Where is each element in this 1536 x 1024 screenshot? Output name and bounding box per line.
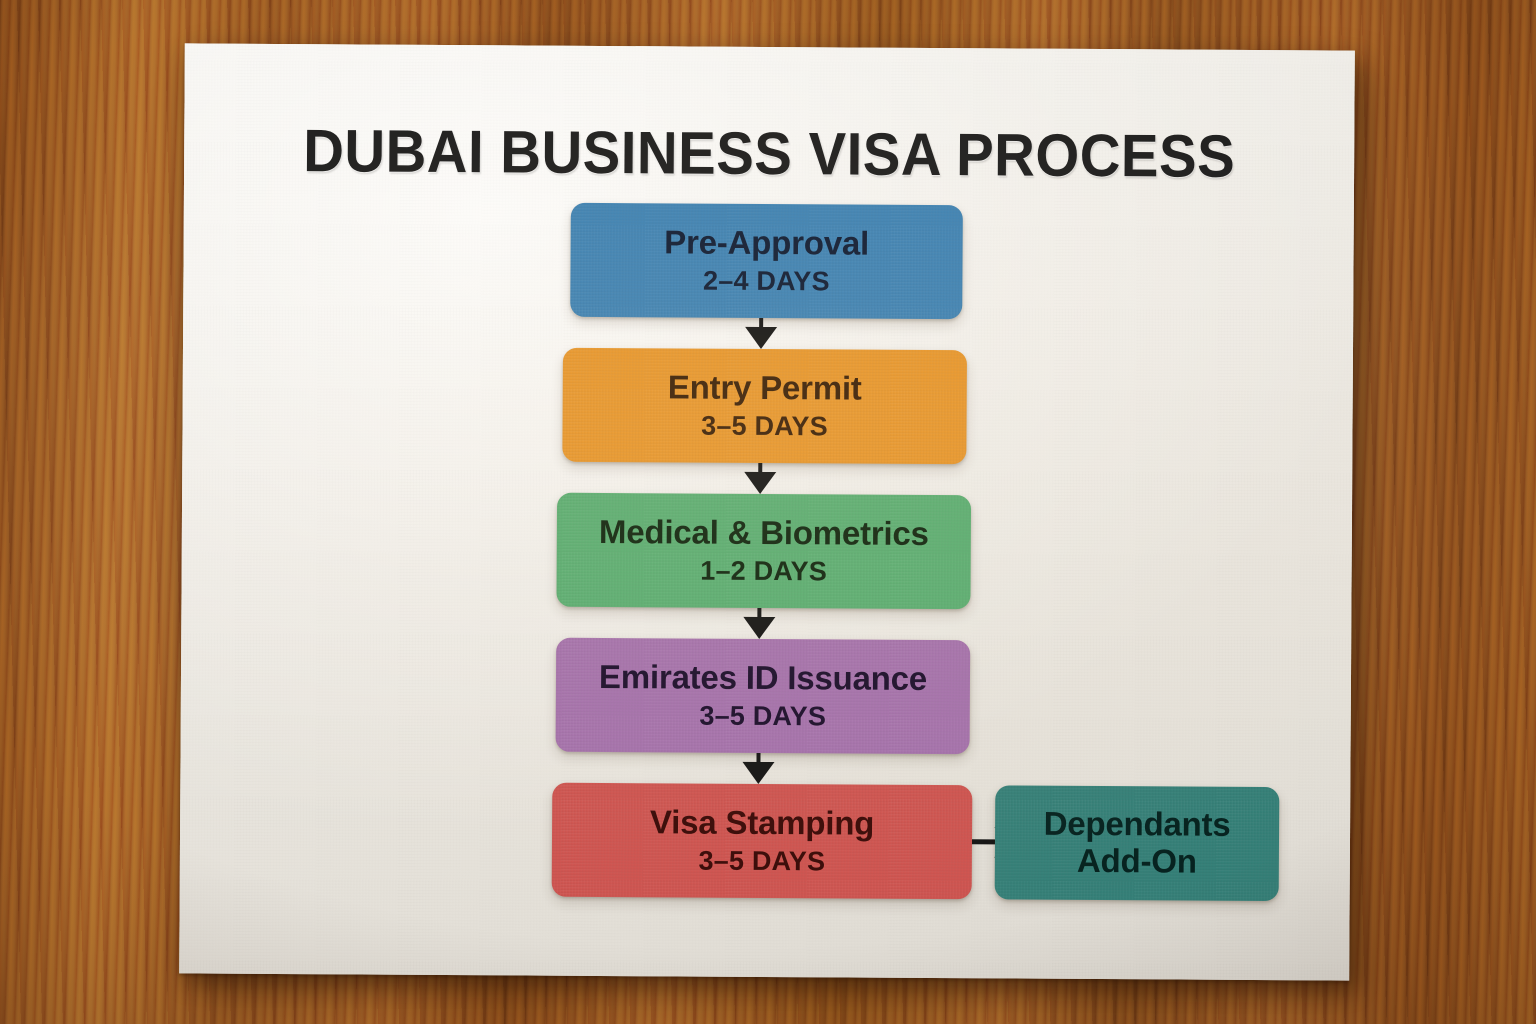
page-title: DUBAI BUSINESS VISA PROCESS — [303, 117, 1236, 190]
flow-node-label: Medical & Biometrics — [598, 513, 929, 553]
flow-row-3: Medical & Biometrics 1–2 DAYS — [181, 490, 1352, 642]
flow-node-duration: 3–5 DAYS — [701, 410, 828, 442]
flow-node-label: Pre-Approval — [664, 223, 870, 263]
connector-arrow-1-head — [744, 326, 778, 350]
process-flowchart: Pre-Approval 2–4 DAYS Entry Permit 3–5 D… — [179, 200, 1353, 932]
flow-node-dependants-addon[interactable]: Dependants Add-On — [994, 785, 1280, 902]
flow-node-label-line1: Dependants — [1043, 804, 1231, 843]
flow-node-emirates-id[interactable]: Emirates ID Issuance 3–5 DAYS — [555, 637, 971, 755]
connector-arrow-2-head — [744, 471, 777, 495]
flow-node-pre-approval[interactable]: Pre-Approval 2–4 DAYS — [570, 202, 963, 320]
flow-node-duration: 3–5 DAYS — [699, 700, 827, 732]
flow-row-2: Entry Permit 3–5 DAYS — [182, 345, 1353, 497]
flow-node-label: Visa Stamping — [649, 803, 875, 843]
connector-arrow-4-head — [742, 761, 775, 785]
flow-row-4: Emirates ID Issuance 3–5 DAYS — [180, 635, 1351, 787]
poster-paper-sheet: DUBAI BUSINESS VISA PROCESS Pre-Approval… — [179, 43, 1355, 981]
connector-arrow-3-head — [743, 616, 776, 640]
flow-node-duration: 3–5 DAYS — [698, 845, 826, 877]
flow-node-duration: 1–2 DAYS — [700, 555, 828, 587]
flow-node-label-line2: Add-On — [1076, 841, 1197, 880]
flow-node-label: Entry Permit — [667, 368, 862, 407]
flow-node-label: Emirates ID Issuance — [598, 658, 928, 698]
flow-row-1: Pre-Approval 2–4 DAYS — [183, 200, 1354, 352]
flow-row-5: Visa Stamping 3–5 DAYS Dependants Add-On — [179, 780, 1350, 932]
flow-node-entry-permit[interactable]: Entry Permit 3–5 DAYS — [562, 347, 967, 465]
flow-node-visa-stamping[interactable]: Visa Stamping 3–5 DAYS — [551, 782, 973, 900]
flow-node-duration: 2–4 DAYS — [702, 265, 830, 297]
flow-node-medical-biometrics[interactable]: Medical & Biometrics 1–2 DAYS — [556, 492, 972, 610]
